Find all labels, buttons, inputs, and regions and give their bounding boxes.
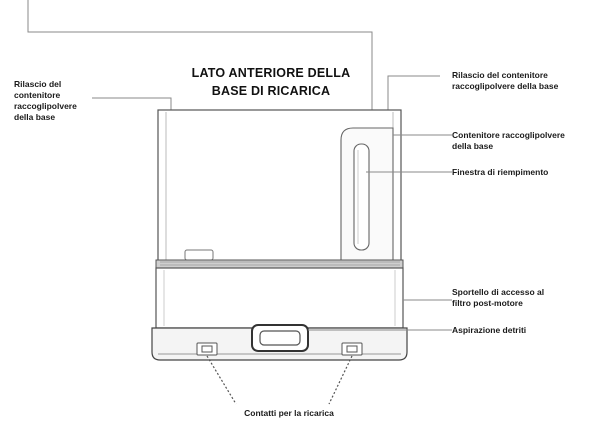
left-charging-contact xyxy=(196,342,218,356)
callout-leader-lines xyxy=(308,134,452,331)
top-left-leader xyxy=(27,0,373,110)
label-charging-contacts: Contatti per la ricarica xyxy=(244,408,334,418)
dock-body xyxy=(151,109,408,361)
fill-window xyxy=(353,143,370,251)
left-release-leader xyxy=(92,97,172,114)
label-fill-window: Finestra di riempimento xyxy=(452,167,549,177)
charging-contact-leaders xyxy=(206,355,353,405)
label-filter-door: Sportello di accesso al filtro post-moto… xyxy=(452,287,545,308)
title-line-2: BASE DI RICARICA xyxy=(211,84,331,98)
top-leader-lines xyxy=(27,0,440,114)
filter-access-door xyxy=(155,267,404,329)
label-release-left: Rilascio del contenitore raccoglipolvere… xyxy=(14,79,77,122)
right-release-leader xyxy=(387,75,440,110)
label-debris-intake: Aspirazione detriti xyxy=(452,325,527,335)
label-release-right: Rilascio del contenitore raccoglipolvere… xyxy=(452,70,559,91)
title-line-1: LATO ANTERIORE DELLA xyxy=(191,66,351,80)
dock-seam-band xyxy=(155,259,404,269)
label-dust-bin: Contenitore raccoglipolvere della base xyxy=(452,130,565,151)
diagram-title: LATO ANTERIORE DELLA BASE DI RICARICA xyxy=(176,64,366,100)
left-release-tab xyxy=(184,249,214,261)
right-charging-contact xyxy=(341,342,363,356)
